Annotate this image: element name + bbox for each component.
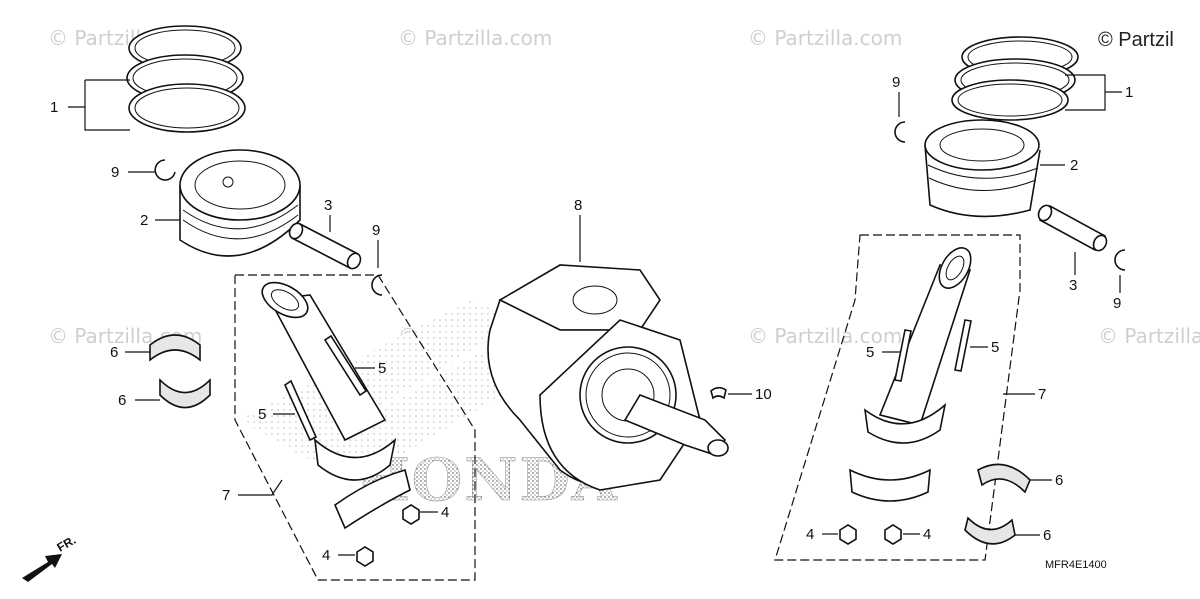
callout-1: 1 bbox=[1125, 84, 1133, 101]
rod-bolt-left bbox=[283, 334, 368, 442]
callout-2: 2 bbox=[1070, 157, 1078, 174]
callout-9: 9 bbox=[372, 222, 380, 239]
diagram-code: MFR4E1400 bbox=[1045, 559, 1107, 571]
callout-3: 3 bbox=[1069, 277, 1077, 294]
crankshaft bbox=[487, 264, 729, 491]
piston-pin-right bbox=[1037, 204, 1108, 252]
piston-right bbox=[924, 119, 1041, 218]
watermark: © Partzilla.com bbox=[748, 324, 902, 348]
callout-3: 3 bbox=[324, 197, 332, 214]
connecting-rod-right bbox=[863, 247, 972, 444]
rod-nut bbox=[884, 524, 902, 545]
callout-4: 4 bbox=[806, 526, 814, 543]
callout-9: 9 bbox=[892, 74, 900, 91]
front-direction-arrow: FR. bbox=[22, 533, 78, 582]
rod-cap-left bbox=[334, 469, 411, 530]
rod-cap-right bbox=[849, 468, 931, 502]
assembly-boundary-left bbox=[234, 274, 476, 581]
front-label: FR. bbox=[55, 533, 79, 555]
callout-4: 4 bbox=[441, 504, 449, 521]
callout-7: 7 bbox=[222, 487, 230, 504]
callout-5: 5 bbox=[378, 360, 386, 377]
callout-6: 6 bbox=[1055, 472, 1063, 489]
callout-5: 5 bbox=[866, 344, 874, 361]
watermark: © Partzilla.com bbox=[1098, 324, 1200, 348]
rod-nut bbox=[402, 504, 420, 525]
callout-6: 6 bbox=[110, 344, 118, 361]
piston-pin-clip bbox=[1114, 249, 1126, 271]
callout-5: 5 bbox=[991, 339, 999, 356]
bearing-shell-upper-left bbox=[149, 334, 201, 362]
callout-6: 6 bbox=[118, 392, 126, 409]
piston-pin-clip bbox=[154, 159, 176, 181]
callout-8: 8 bbox=[574, 197, 582, 214]
watermark: © Partzilla.com bbox=[748, 26, 902, 50]
callout-10: 10 bbox=[755, 386, 772, 403]
assembly-boundary-right bbox=[774, 234, 1021, 561]
callout-9: 9 bbox=[1113, 295, 1121, 312]
connecting-rod-left bbox=[261, 281, 397, 481]
piston-pin-clip bbox=[894, 121, 906, 143]
rod-bolt-right bbox=[894, 319, 972, 382]
bearing-shell-lower-left bbox=[159, 378, 211, 409]
piston-pin-left bbox=[288, 222, 362, 270]
watermark: © Partzilla.com bbox=[398, 26, 552, 50]
callout-4: 4 bbox=[923, 526, 931, 543]
rod-nut bbox=[839, 524, 857, 545]
copyright-notice: © Partzil bbox=[1098, 29, 1174, 51]
callout-5: 5 bbox=[258, 406, 266, 423]
woodruff-key bbox=[710, 386, 727, 400]
piston-left bbox=[179, 149, 301, 257]
piston-rings-left bbox=[126, 25, 246, 133]
bearing-shell-lower-right bbox=[964, 516, 1016, 545]
callout-4: 4 bbox=[322, 547, 330, 564]
rod-nut bbox=[356, 546, 374, 567]
callout-2: 2 bbox=[140, 212, 148, 229]
callout-6: 6 bbox=[1043, 527, 1051, 544]
callout-9: 9 bbox=[111, 164, 119, 181]
bearing-shell-upper-right bbox=[977, 463, 1031, 494]
callout-7: 7 bbox=[1038, 386, 1046, 403]
piston-rings-right bbox=[951, 36, 1079, 121]
callout-1: 1 bbox=[50, 99, 58, 116]
